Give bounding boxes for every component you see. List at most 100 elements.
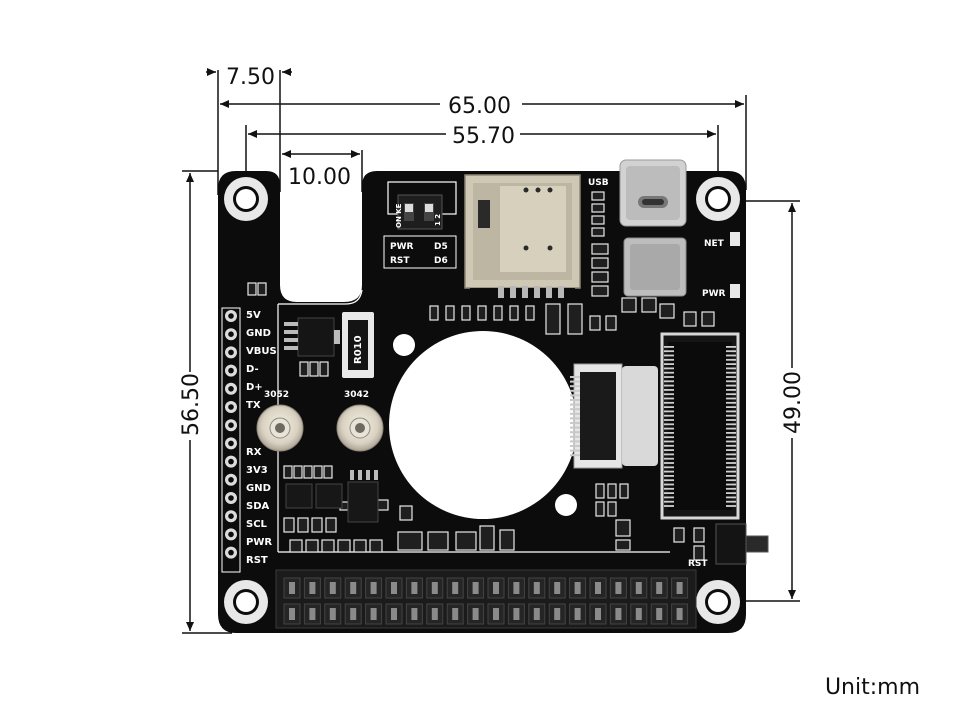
- m2-contact: [726, 350, 736, 353]
- smd-part: [591, 243, 609, 255]
- smd-part: [323, 465, 333, 479]
- m2-contact: [726, 440, 736, 443]
- mosfets: [285, 470, 379, 523]
- smd-part: [605, 315, 617, 331]
- m2-contact: [726, 414, 736, 417]
- smd-part: [399, 505, 413, 521]
- smd-part: [701, 311, 715, 327]
- gpio-pin: [289, 608, 295, 620]
- dim-overall-width: 65.00: [448, 94, 511, 119]
- m2-contact: [664, 492, 674, 494]
- gpio-pin: [554, 608, 561, 620]
- sim-card-slot: [464, 174, 581, 298]
- pin-label: D+: [246, 382, 263, 393]
- gpio-pin: [656, 608, 663, 620]
- fpc-pin: [570, 417, 580, 420]
- m2-contact: [664, 376, 674, 378]
- m2-contact: [664, 350, 674, 353]
- pin-label: PWR: [246, 537, 272, 548]
- m2-contact: [726, 367, 736, 370]
- gpio-pin: [595, 608, 601, 620]
- m2-contact: [726, 492, 736, 494]
- m2-contact: [664, 432, 674, 434]
- header-pin-hole: [228, 458, 234, 465]
- header-pin-hole: [228, 386, 234, 392]
- fpc-pin: [570, 449, 580, 452]
- switch-legend: PWR RST D5 D6: [383, 235, 457, 269]
- header-pin-hole: [228, 367, 234, 374]
- fpc-pin: [570, 403, 580, 406]
- m2-contact: [664, 397, 674, 400]
- mounting-hole-top-left: [224, 177, 268, 221]
- m2-contact: [664, 453, 674, 456]
- smd-part: [493, 305, 503, 321]
- m2-contact: [726, 397, 736, 400]
- dim-left-edge-offset: 7.50: [226, 65, 275, 90]
- header-pin-hole: [228, 513, 234, 519]
- pin-label: GND: [246, 483, 271, 494]
- m2-contact: [664, 436, 674, 439]
- gpio-pin: [574, 582, 581, 594]
- m2-contact: [726, 436, 736, 439]
- smd-part: [567, 303, 583, 335]
- m2-contact: [664, 354, 674, 357]
- smd-part: [607, 501, 617, 517]
- fpc-pin: [570, 408, 580, 411]
- switch-numbers: 1 2: [434, 214, 442, 226]
- smd-part: [309, 361, 319, 377]
- header-pin-hole: [228, 531, 234, 538]
- side-pin-labels: 5V GND VBUS D- D+ TX RX 3V3 GND SDA SCL …: [246, 310, 277, 566]
- smd-part: [319, 361, 329, 377]
- gpio-pin: [411, 582, 418, 594]
- smd-part: [591, 191, 605, 201]
- gpio-pin: [676, 608, 683, 620]
- mounting-hole-bottom-left: [224, 580, 268, 624]
- m2-contact: [726, 346, 736, 348]
- pin-label: SDA: [246, 501, 270, 512]
- pin-label: 5V: [246, 310, 261, 321]
- header-pin-hole: [228, 331, 234, 338]
- gpio-pin: [370, 582, 377, 594]
- thermal-pad: [622, 366, 658, 466]
- m2-contact: [664, 487, 674, 490]
- pin-label: 3V3: [246, 465, 268, 476]
- smd-part: [289, 539, 303, 553]
- smd-part: [607, 483, 617, 499]
- smd-part: [619, 483, 629, 499]
- reset-button: [715, 523, 769, 565]
- power-ic: [284, 317, 340, 357]
- smd-part: [477, 305, 487, 321]
- m2-contact: [664, 346, 674, 348]
- gpio-pin: [452, 582, 459, 594]
- smd-part: [369, 539, 383, 553]
- smd-part: [313, 465, 323, 479]
- m2-contact: [664, 427, 674, 430]
- m2-contact: [726, 466, 736, 469]
- smd-part: [305, 539, 319, 553]
- header-pin-hole: [228, 422, 234, 429]
- m2-contact: [726, 401, 736, 404]
- screw-right-label: 3042: [344, 390, 369, 400]
- gpio-pin: [370, 608, 377, 620]
- fpc-pin: [570, 454, 580, 457]
- m2-contact: [664, 505, 674, 507]
- pin-label: VBUS: [246, 346, 277, 357]
- smd-part: [299, 361, 309, 377]
- smd-part: [479, 525, 495, 551]
- small-hole-right: [555, 494, 577, 516]
- m2-contact: [726, 470, 736, 473]
- fpc-pin: [570, 431, 580, 434]
- pin-label: RX: [246, 447, 262, 458]
- dip-switch: ON KE 1 2: [395, 194, 443, 230]
- smd-part: [615, 519, 631, 537]
- fpc-pin: [570, 394, 580, 397]
- header-pin-hole: [228, 440, 234, 447]
- smd-part: [283, 517, 295, 533]
- inductor: [623, 237, 687, 297]
- legend-d5: D5: [434, 242, 448, 252]
- fpc-pin: [570, 440, 580, 443]
- dim-overall-height: 56.50: [179, 373, 204, 436]
- smd-part: [615, 539, 631, 551]
- pwr-led-label: PWR: [702, 289, 726, 299]
- standoff-left: [256, 404, 304, 452]
